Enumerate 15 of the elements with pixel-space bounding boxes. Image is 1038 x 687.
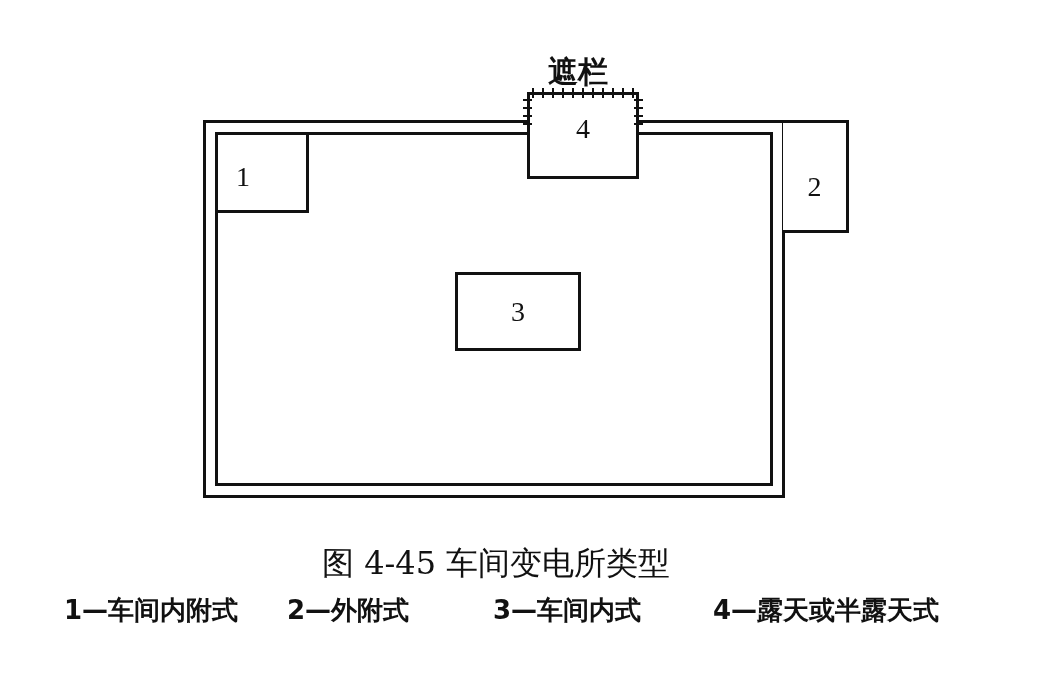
callout-number: 2 [807, 172, 822, 201]
substation-box [783, 120, 849, 233]
barrier-label: 遮栏 [548, 53, 608, 91]
callout-number: 4 [576, 114, 590, 143]
substation-box [527, 92, 639, 179]
legend-entry: 2—外附式 [287, 594, 410, 627]
legend-entry: 3—车间内式 [493, 594, 642, 627]
callout-number: 1 [236, 162, 250, 191]
building-wall-outline [203, 120, 785, 498]
substation-box [455, 272, 581, 351]
substation-box [218, 135, 309, 213]
legend-entry: 4—露天或半露天式 [713, 594, 940, 627]
figure-caption: 图 4-45 车间变电所类型 [322, 543, 671, 584]
legend-entry: 1—车间内附式 [64, 594, 239, 627]
callout-number: 3 [511, 297, 525, 326]
